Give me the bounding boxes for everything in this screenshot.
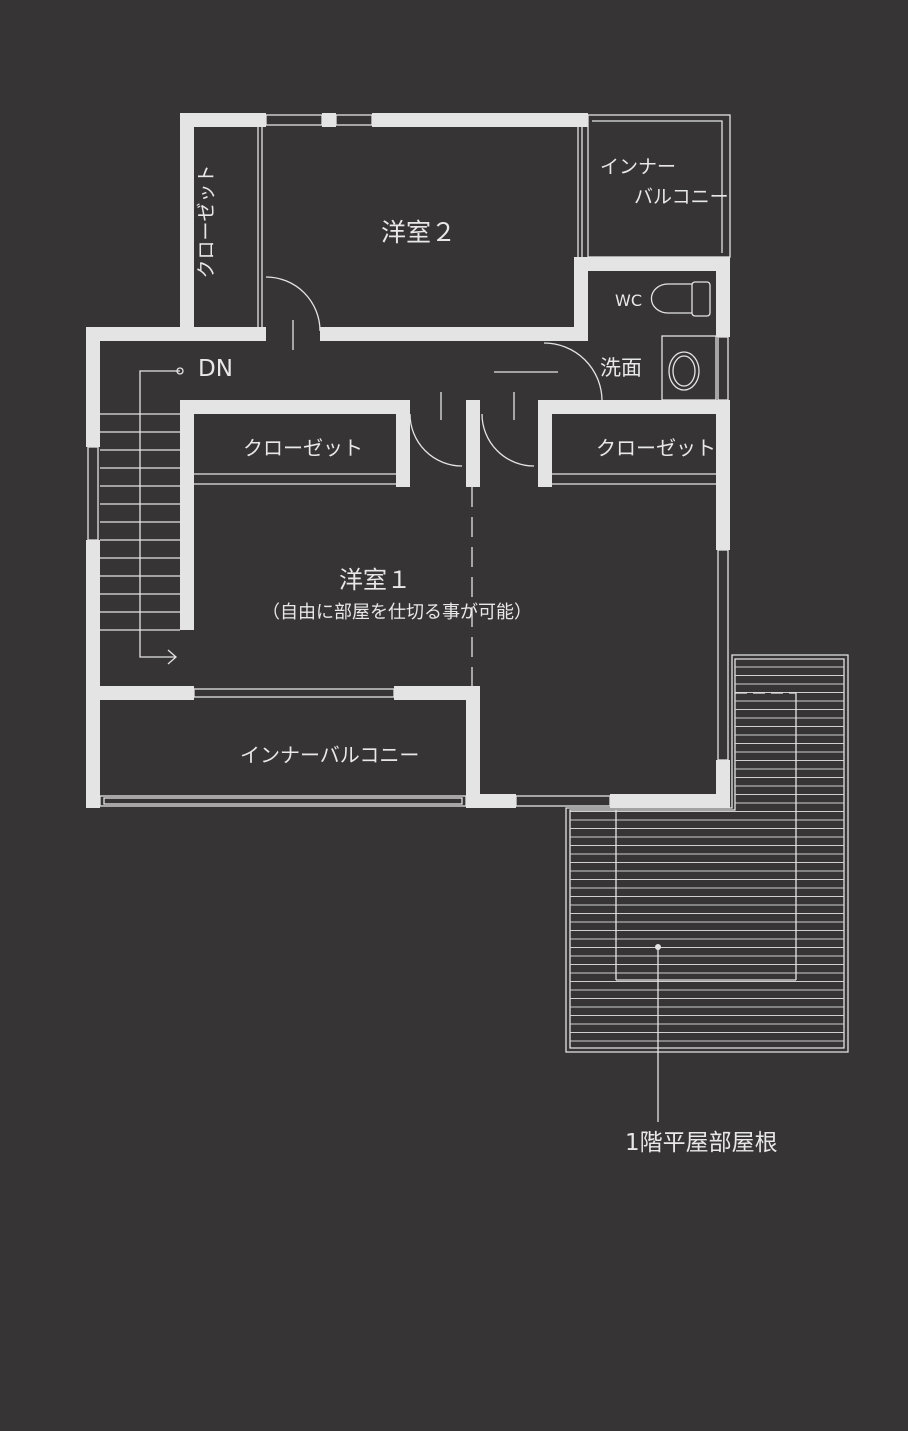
room-label-inner-balcony-bottom: インナーバルコニー bbox=[240, 743, 420, 767]
room-label-closet-mid-left: クローゼット bbox=[243, 436, 363, 460]
roof-leader-dot bbox=[655, 944, 661, 950]
room-label-inner-balcony-top-1: インナー bbox=[600, 156, 677, 178]
roof-ridge-lines bbox=[615, 692, 797, 981]
room-label-inner-balcony-top-2: バルコニー bbox=[634, 186, 729, 208]
room-label-closet-mid-right: クローゼット bbox=[596, 436, 716, 460]
toilet-icon bbox=[650, 281, 711, 317]
walls bbox=[86, 113, 730, 808]
roof-annotation: 1階平屋部屋根 bbox=[625, 1130, 778, 1156]
windows bbox=[87, 114, 731, 807]
room-note-western-room-1: （自由に部屋を仕切る事が可能） bbox=[262, 602, 532, 623]
doors[interactable] bbox=[265, 276, 603, 467]
room-label-western-room-1: 洋室１ bbox=[339, 566, 411, 594]
room-label-western-room-2: 洋室２ bbox=[381, 218, 457, 247]
washbasin-icon bbox=[661, 335, 717, 401]
stair-down-label: DN bbox=[198, 356, 233, 382]
room-label-closet-vertical: クローゼット bbox=[195, 164, 218, 279]
room-label-washroom: 洗面 bbox=[600, 356, 642, 380]
staircase[interactable] bbox=[100, 367, 184, 665]
first-floor-roof bbox=[565, 654, 849, 1053]
room-label-wc: WC bbox=[615, 291, 642, 310]
